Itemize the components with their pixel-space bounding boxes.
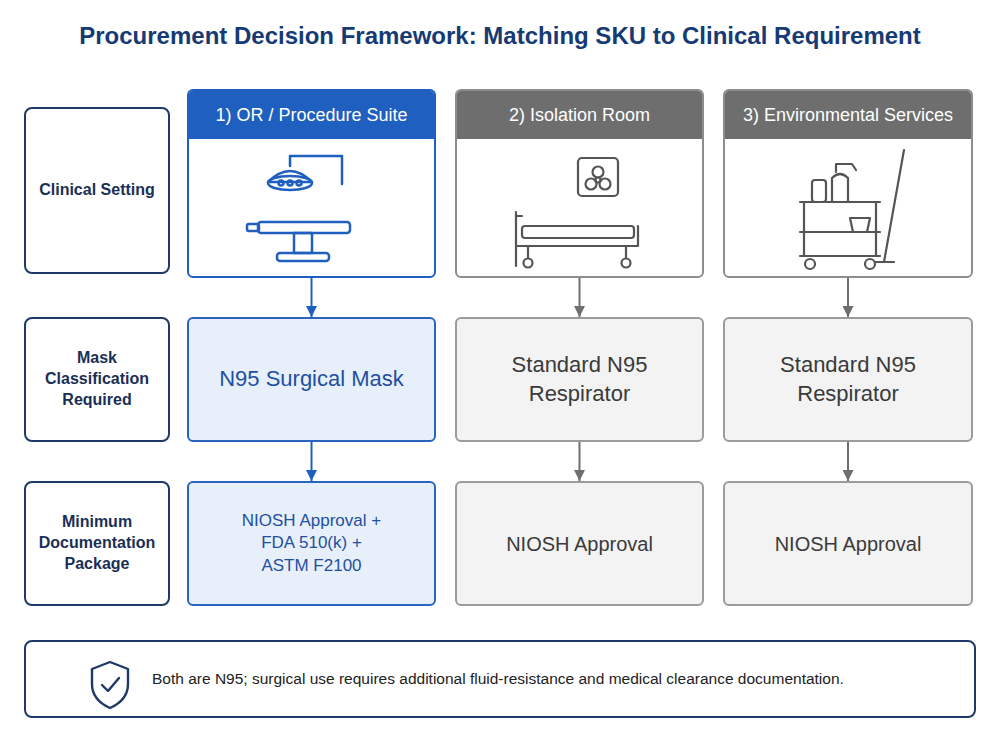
documentation-box: NIOSH Approval + FDA 510(k) + ASTM F2100: [187, 481, 436, 606]
setting-panel: 2) Isolation Room: [455, 89, 704, 278]
classification-text: N95 Surgical Mask: [219, 365, 404, 394]
classification-box: Standard N95 Respirator: [723, 317, 973, 442]
documentation-text: NIOSH Approval: [775, 531, 922, 557]
flow-arrow: [579, 278, 581, 317]
note-box: Both are N95; surgical use requires addi…: [24, 640, 976, 718]
setting-panel: 1) OR / Procedure Suite: [187, 89, 436, 278]
classification-text: Standard N95 Respirator: [500, 351, 660, 408]
column-heading: 2) Isolation Room: [457, 91, 702, 139]
setting-panel: 3) Environmental Services: [723, 89, 973, 278]
row-heading: Mask Classification Required: [32, 348, 162, 410]
row-label-box: Mask Classification Required: [24, 317, 170, 442]
flow-arrow: [579, 442, 581, 481]
row-label-box: Minimum Documentation Package: [24, 481, 170, 606]
documentation-box: NIOSH Approval: [455, 481, 704, 606]
row-heading: Minimum Documentation Package: [32, 512, 162, 574]
flow-arrow: [847, 442, 849, 481]
column-heading: 1) OR / Procedure Suite: [189, 91, 434, 139]
diagram-title: Procurement Decision Framework: Matching…: [0, 22, 1000, 50]
documentation-text: NIOSH Approval: [506, 531, 653, 557]
documentation-box: NIOSH Approval: [723, 481, 973, 606]
note-text: Both are N95; surgical use requires addi…: [152, 670, 844, 688]
documentation-text: NIOSH Approval + FDA 510(k) + ASTM F2100: [237, 510, 387, 576]
row-heading: Clinical Setting: [39, 180, 155, 201]
classification-box: Standard N95 Respirator: [455, 317, 704, 442]
row-label-box: Clinical Setting: [24, 107, 170, 274]
flow-arrow: [311, 278, 313, 317]
column-heading: 3) Environmental Services: [725, 91, 971, 139]
classification-box: N95 Surgical Mask: [187, 317, 436, 442]
classification-text: Standard N95 Respirator: [768, 351, 928, 408]
flow-arrow: [847, 278, 849, 317]
flow-arrow: [311, 442, 313, 481]
